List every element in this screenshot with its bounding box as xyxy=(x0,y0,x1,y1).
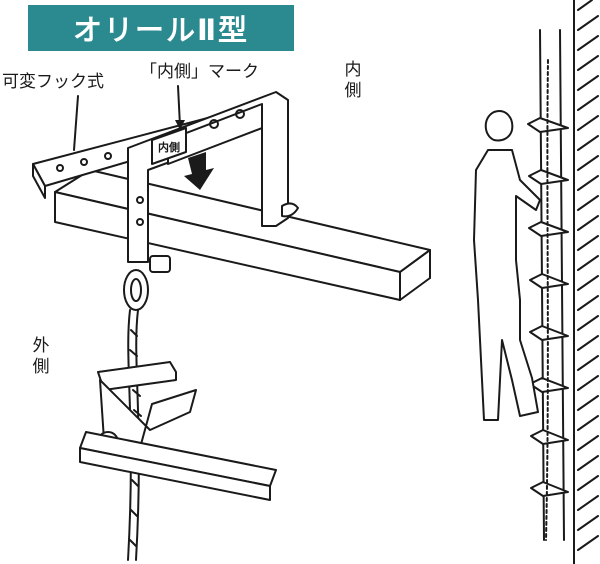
rope xyxy=(127,309,142,561)
side-rail xyxy=(79,431,277,501)
leader-inside-mark xyxy=(177,85,181,127)
lifeline xyxy=(545,59,549,541)
ladder-rungs xyxy=(527,117,569,497)
leader-arrow-icon xyxy=(175,120,185,130)
climber-figure xyxy=(473,110,541,421)
label-inside: 内側 xyxy=(344,60,362,102)
label-outside: 外側 xyxy=(32,336,50,378)
title-banner: オリールⅡ型 xyxy=(28,5,294,51)
ladder xyxy=(527,29,569,541)
wall xyxy=(573,0,599,564)
inside-plate-text: 内側 xyxy=(158,140,180,154)
label-inside-mark: 「内側」マーク xyxy=(140,62,259,82)
leader-variable-hook xyxy=(73,95,79,151)
page-title: オリールⅡ型 xyxy=(72,13,250,47)
down-arrow-icon xyxy=(184,152,214,190)
label-variable-hook: 可変フック式 xyxy=(2,72,104,92)
inside-mark-plate: 内側 xyxy=(151,127,187,165)
beam xyxy=(54,169,431,301)
swivel xyxy=(123,255,171,311)
